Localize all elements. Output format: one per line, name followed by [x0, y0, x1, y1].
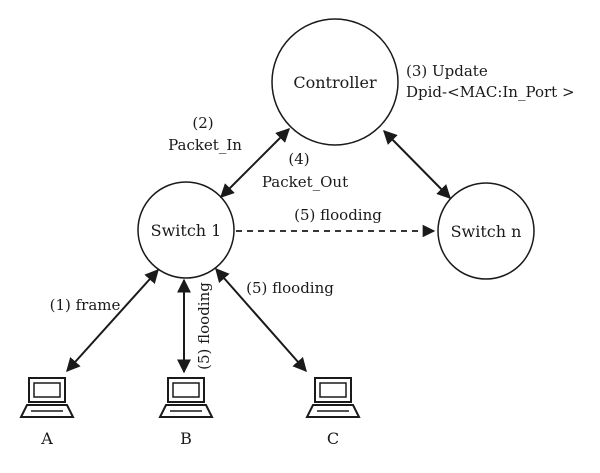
- controller-node: [271, 18, 399, 146]
- switchn-flood-label: (5) flooding: [294, 206, 382, 224]
- step2-number-label: (2): [192, 114, 213, 132]
- switch1-host-a-link: [66, 268, 159, 373]
- host-c-flood-label: (5) flooding: [246, 279, 334, 297]
- step4-number-label: (4): [288, 150, 309, 168]
- switch1-label: Switch 1: [151, 221, 222, 240]
- controller-switch1-link: [220, 128, 290, 198]
- host-a-computer-icon: [20, 377, 74, 418]
- host-c-computer-icon: [306, 377, 360, 418]
- host-c-label: C: [327, 429, 339, 448]
- host-b-label: B: [180, 429, 192, 448]
- step2-name-label: Packet_In: [168, 136, 242, 154]
- switch1-host-c-link: [215, 267, 307, 373]
- host-a-frame-label: (1) frame: [50, 296, 121, 314]
- host-b-computer-icon: [159, 377, 213, 418]
- switchn-label: Switch n: [451, 222, 522, 241]
- switchn-node: [437, 182, 535, 280]
- controller-label: Controller: [293, 73, 377, 92]
- host-a-label: A: [40, 429, 53, 448]
- switch1-node: [137, 181, 235, 279]
- step3-line2-label: Dpid-<MAC:In_Port >: [406, 83, 575, 101]
- host-b-flood-label: (5) flooding: [195, 282, 213, 370]
- step3-line1-label: (3) Update: [406, 62, 488, 80]
- controller-switchn-link: [383, 130, 451, 199]
- step4-name-label: Packet_Out: [262, 173, 348, 191]
